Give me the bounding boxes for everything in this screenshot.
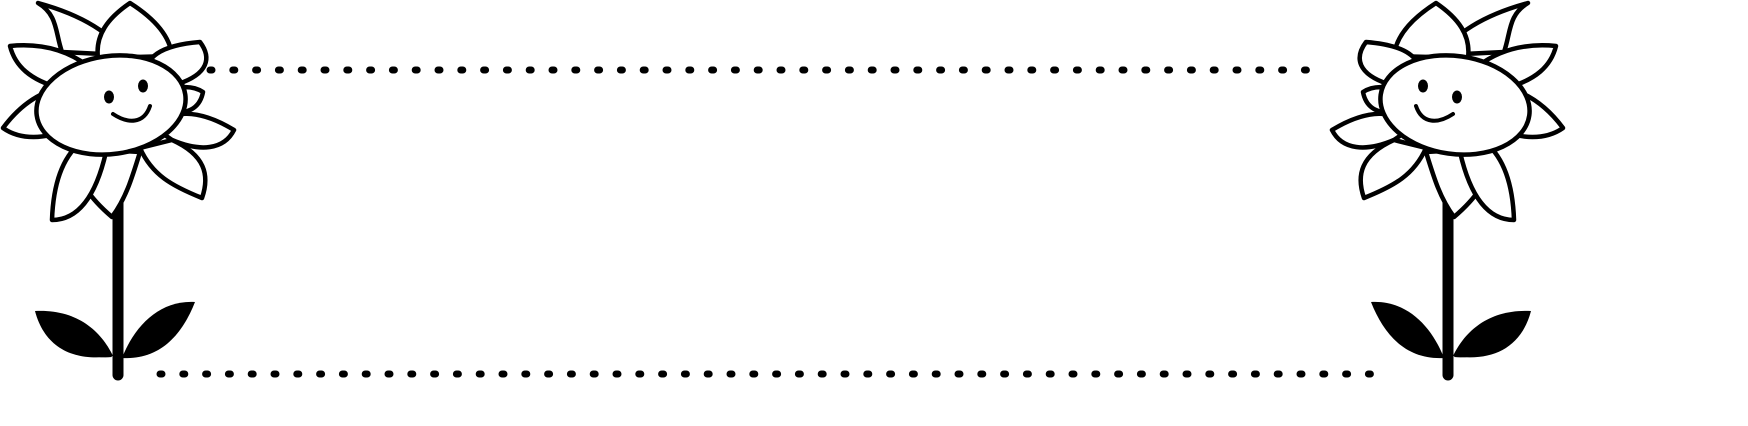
right-sunflower-icon bbox=[1332, 3, 1563, 375]
left-sunflower-icon bbox=[3, 3, 234, 375]
